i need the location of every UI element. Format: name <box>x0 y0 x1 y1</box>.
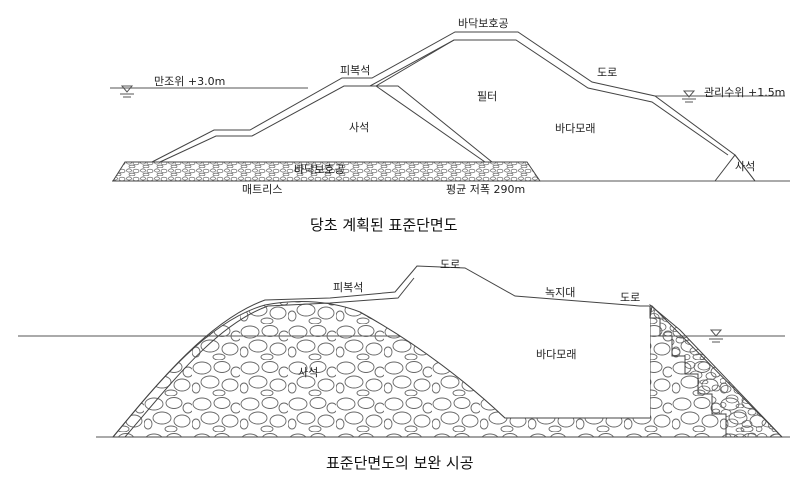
water-level-icon-left <box>120 85 134 98</box>
label-road-right: 도로 <box>620 291 640 304</box>
sand-boundary <box>375 39 455 87</box>
water-level-icon-right <box>682 90 696 103</box>
label-rubble-bottom: 사석 <box>298 366 318 379</box>
water-level-icon <box>709 329 723 343</box>
label-armor-stone-bottom: 피복석 <box>333 281 363 294</box>
seabed-protection-layer <box>112 161 541 182</box>
outer-profile <box>151 31 756 182</box>
label-rubble-right: 사석 <box>735 160 755 173</box>
revetment-rubble <box>649 304 784 438</box>
label-high-tide: 만조위 +3.0m <box>154 75 225 88</box>
right-toe-rubble <box>714 154 756 182</box>
original-section: 바닥보호공 피복석 만조위 +3.0m 필터 도로 관리수위 +1.5m 사석 … <box>110 17 790 234</box>
revised-section: 도로 피복석 녹지대 도로 사석 바다모래 표준단면도의 보완 시공 <box>18 258 790 472</box>
label-armor-stone: 피복석 <box>340 64 370 77</box>
outer-profile-bottom <box>112 265 652 438</box>
label-mattress: 매트리스 <box>242 183 282 196</box>
label-seabed-protection-bottom: 바닥보호공 <box>294 163 345 176</box>
label-green-zone: 녹지대 <box>545 286 575 299</box>
label-seabed-protection-top: 바닥보호공 <box>458 17 509 30</box>
inner-profile-bottom <box>124 277 415 438</box>
label-road-top: 도로 <box>440 258 460 271</box>
caption-revised: 표준단면도의 보완 시공 <box>326 454 474 472</box>
sand-boundary-bottom <box>359 311 650 419</box>
label-filter: 필터 <box>477 90 497 103</box>
label-sea-sand: 바다모래 <box>555 122 595 135</box>
label-road: 도로 <box>597 66 617 79</box>
inner-profile <box>159 39 729 163</box>
sand-fill <box>360 270 650 418</box>
core-rubble-outline <box>345 85 493 163</box>
caption-original: 당초 계획된 표준단면도 <box>310 216 458 234</box>
label-avg-depth: 평균 저폭 290m <box>446 183 525 196</box>
label-control-level: 관리수위 +1.5m <box>704 86 785 99</box>
label-rubble: 사석 <box>349 121 369 134</box>
label-sea-sand-bottom: 바다모래 <box>536 348 576 361</box>
